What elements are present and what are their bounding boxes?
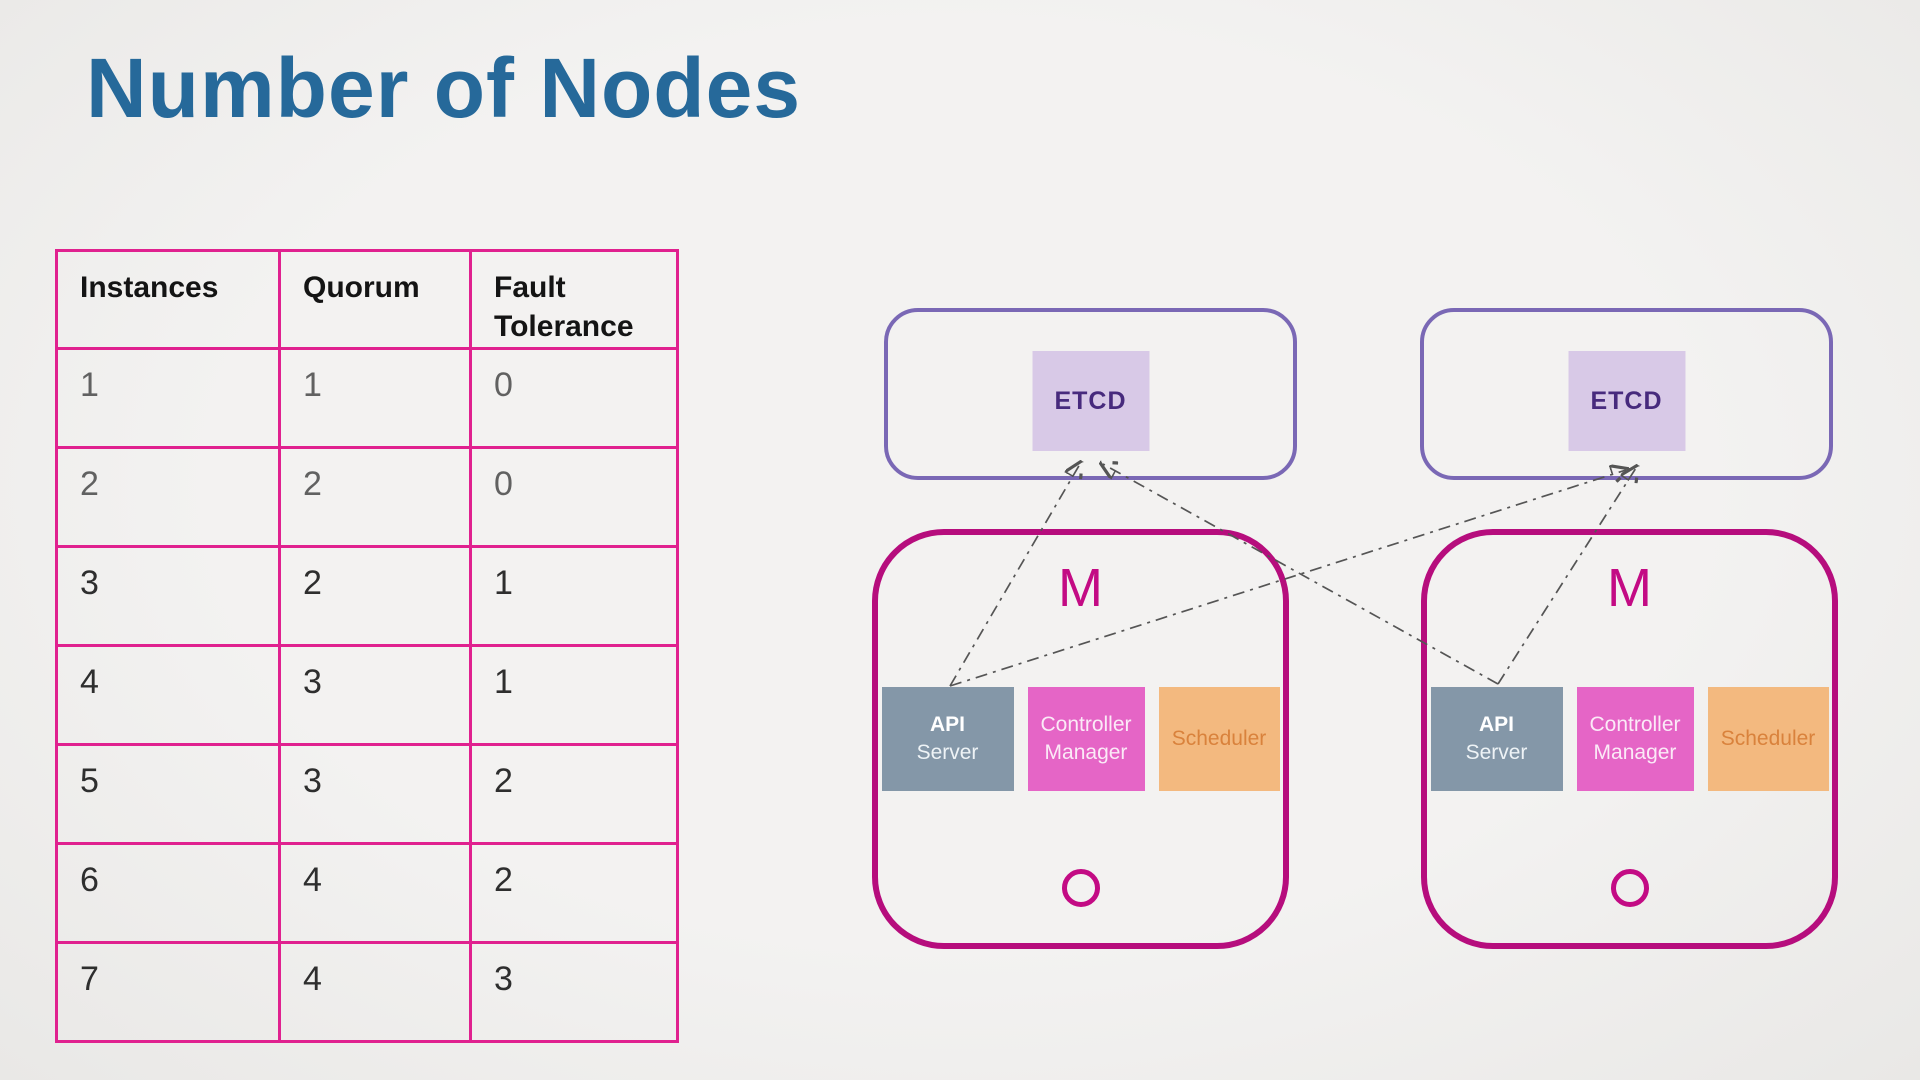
api-server-box: API Server: [881, 687, 1014, 791]
cell-fault-tolerance: 2: [469, 743, 679, 845]
api-server-line2: Server: [1465, 741, 1528, 764]
cell-instances: 5: [55, 743, 281, 845]
cell-instances: 2: [55, 446, 281, 548]
table-row: 3 2 1: [55, 545, 679, 647]
controller-manager-box: Controller Manager: [1576, 687, 1694, 791]
scheduler-label: Scheduler: [1720, 726, 1816, 750]
components-row: API Server Controller Manager Scheduler: [878, 687, 1283, 791]
node-circle-marker: [1061, 869, 1100, 907]
controller-manager-line2: Manager: [1044, 741, 1128, 764]
table-row: 1 1 0: [55, 347, 679, 449]
table-row: 2 2 0: [55, 446, 679, 548]
cell-instances: 6: [55, 842, 281, 944]
cell-instances: 4: [55, 644, 281, 746]
cell-quorum: 2: [278, 446, 472, 548]
table-row: 7 4 3: [55, 941, 679, 1043]
cell-fault-tolerance: 0: [469, 347, 679, 449]
header-cell-quorum: Quorum: [278, 249, 472, 350]
master-node-label: M: [1607, 558, 1652, 618]
table-row: 5 3 2: [55, 743, 679, 845]
cell-fault-tolerance: 2: [469, 842, 679, 944]
cell-instances: 1: [55, 347, 281, 449]
controller-manager-box: Controller Manager: [1027, 687, 1145, 791]
etcd-group-right: ETCD: [1420, 308, 1833, 480]
table-row: 4 3 1: [55, 644, 679, 746]
cell-quorum: 3: [278, 743, 472, 845]
etcd-label: ETCD: [1590, 386, 1663, 415]
etcd-label: ETCD: [1054, 386, 1127, 415]
page-title: Number of Nodes: [86, 41, 802, 135]
cell-quorum: 2: [278, 545, 472, 647]
header-cell-instances: Instances: [55, 249, 281, 350]
cell-fault-tolerance: 0: [469, 446, 679, 548]
api-server-line1: API: [929, 712, 965, 736]
components-row: API Server Controller Manager Scheduler: [1427, 687, 1832, 791]
api-server-line2: Server: [916, 741, 979, 764]
controller-manager-line1: Controller: [1589, 712, 1681, 736]
cell-fault-tolerance: 3: [469, 941, 679, 1043]
api-server-box: API Server: [1430, 687, 1563, 791]
scheduler-box: Scheduler: [1158, 687, 1280, 791]
etcd-group-left: ETCD: [884, 308, 1297, 480]
cell-quorum: 4: [278, 842, 472, 944]
etcd-box-left: ETCD: [1032, 351, 1149, 451]
table-row: 6 4 2: [55, 842, 679, 944]
nodes-table: Instances Quorum Fault Tolerance 1 1 0 2…: [55, 249, 679, 1043]
etcd-box-right: ETCD: [1568, 351, 1685, 451]
header-cell-fault-tolerance: Fault Tolerance: [469, 249, 679, 350]
master-node-left: M API Server Controller Manager Schedule…: [872, 529, 1289, 949]
node-circle-marker: [1610, 869, 1649, 907]
cell-fault-tolerance: 1: [469, 545, 679, 647]
controller-manager-line2: Manager: [1593, 741, 1677, 764]
cell-quorum: 4: [278, 941, 472, 1043]
cell-instances: 7: [55, 941, 281, 1043]
cell-instances: 3: [55, 545, 281, 647]
scheduler-label: Scheduler: [1171, 726, 1267, 750]
master-node-right: M API Server Controller Manager Schedule…: [1421, 529, 1838, 949]
table-header-row: Instances Quorum Fault Tolerance: [55, 249, 679, 350]
master-node-label: M: [1058, 558, 1103, 618]
cell-fault-tolerance: 1: [469, 644, 679, 746]
scheduler-box: Scheduler: [1707, 687, 1829, 791]
cell-quorum: 3: [278, 644, 472, 746]
api-server-line1: API: [1478, 712, 1514, 736]
controller-manager-line1: Controller: [1040, 712, 1132, 736]
cell-quorum: 1: [278, 347, 472, 449]
